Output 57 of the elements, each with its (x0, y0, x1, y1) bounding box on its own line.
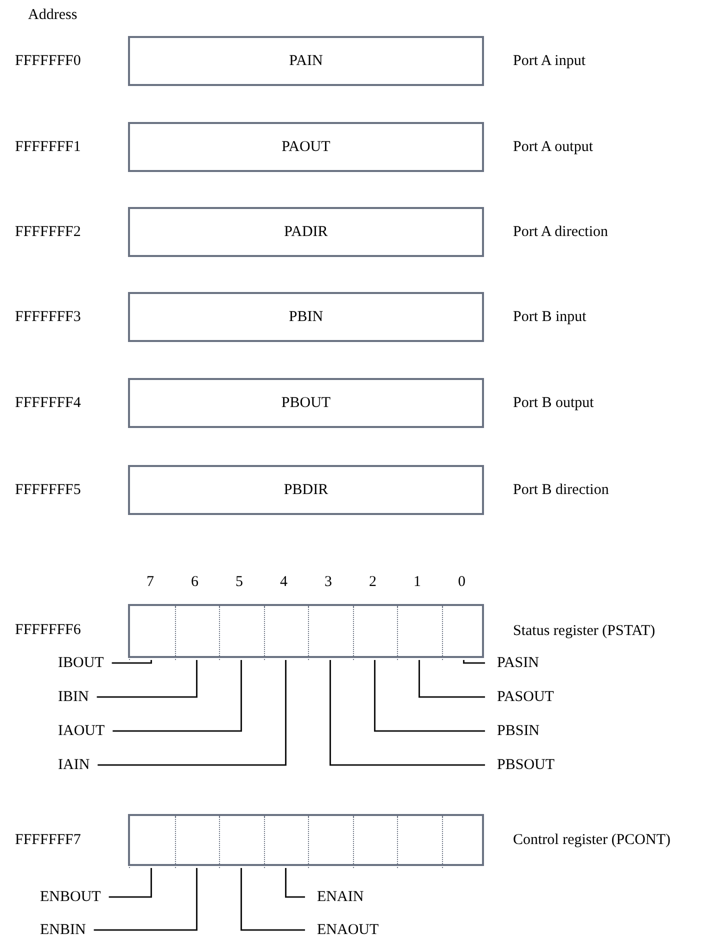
register-box (128, 814, 484, 866)
bit-number: 7 (146, 573, 154, 592)
register-description: Control register (PCONT) (513, 831, 670, 850)
register-box: PADIR (128, 207, 484, 257)
leader-line (112, 660, 152, 664)
leader-line (96, 660, 198, 698)
leader-line (330, 660, 485, 766)
register-description: Port A output (513, 138, 594, 157)
leader-line (94, 868, 198, 931)
bit-number: 5 (236, 573, 243, 592)
address-label: FFFFFFF5 (15, 481, 81, 500)
leader-line (374, 660, 485, 732)
bit-number: 0 (458, 573, 466, 592)
address-label: FFFFFFF0 (15, 52, 81, 71)
register-box: PBDIR (128, 465, 484, 515)
leader-line (112, 660, 242, 732)
leader-line (98, 660, 286, 766)
bit-label: PBSIN (485, 720, 540, 742)
bit-label: ENBIN (40, 919, 94, 941)
leader-line (108, 868, 152, 898)
bit-label: ENAOUT (305, 919, 379, 941)
register-box (128, 604, 484, 658)
bit-label: IAIN (58, 754, 98, 776)
bit-label: IAOUT (58, 720, 113, 742)
bit-label: PBSOUT (485, 754, 555, 776)
column-heading: Address (28, 6, 78, 25)
register-box: PAOUT (128, 122, 484, 172)
bit-label: PASIN (485, 652, 539, 674)
register-description: Port B output (513, 394, 594, 413)
address-label: FFFFFFF4 (15, 394, 81, 413)
register-description: Status register (PSTAT) (513, 622, 656, 641)
leader-line (463, 660, 485, 664)
bit-number: 3 (324, 573, 332, 592)
address-label: FFFFFFF1 (15, 138, 81, 157)
register-box: PAIN (128, 36, 484, 86)
register-description: Port A direction (513, 223, 608, 242)
address-label: FFFFFFF7 (15, 831, 81, 850)
bit-label: ENAIN (305, 886, 364, 908)
bit-label: PASOUT (485, 686, 554, 708)
bit-number: 6 (191, 573, 198, 592)
register-box: PBIN (128, 292, 484, 342)
leader-line (418, 660, 485, 698)
leader-line (285, 868, 305, 898)
bit-label: IBOUT (58, 652, 112, 674)
bit-number: 2 (369, 573, 376, 592)
address-label: FFFFFFF6 (15, 621, 81, 640)
address-label: FFFFFFF3 (15, 308, 81, 327)
bit-label: IBIN (58, 686, 97, 708)
register-description: Port B input (513, 308, 586, 327)
register-box: PBOUT (128, 378, 484, 428)
address-label: FFFFFFF2 (15, 223, 81, 242)
bit-number: 4 (280, 573, 288, 592)
bit-number: 1 (414, 573, 421, 592)
register-description: Port B direction (513, 481, 609, 500)
bit-label: ENBOUT (40, 886, 109, 908)
register-description: Port A input (513, 52, 586, 71)
leader-line (240, 868, 305, 931)
